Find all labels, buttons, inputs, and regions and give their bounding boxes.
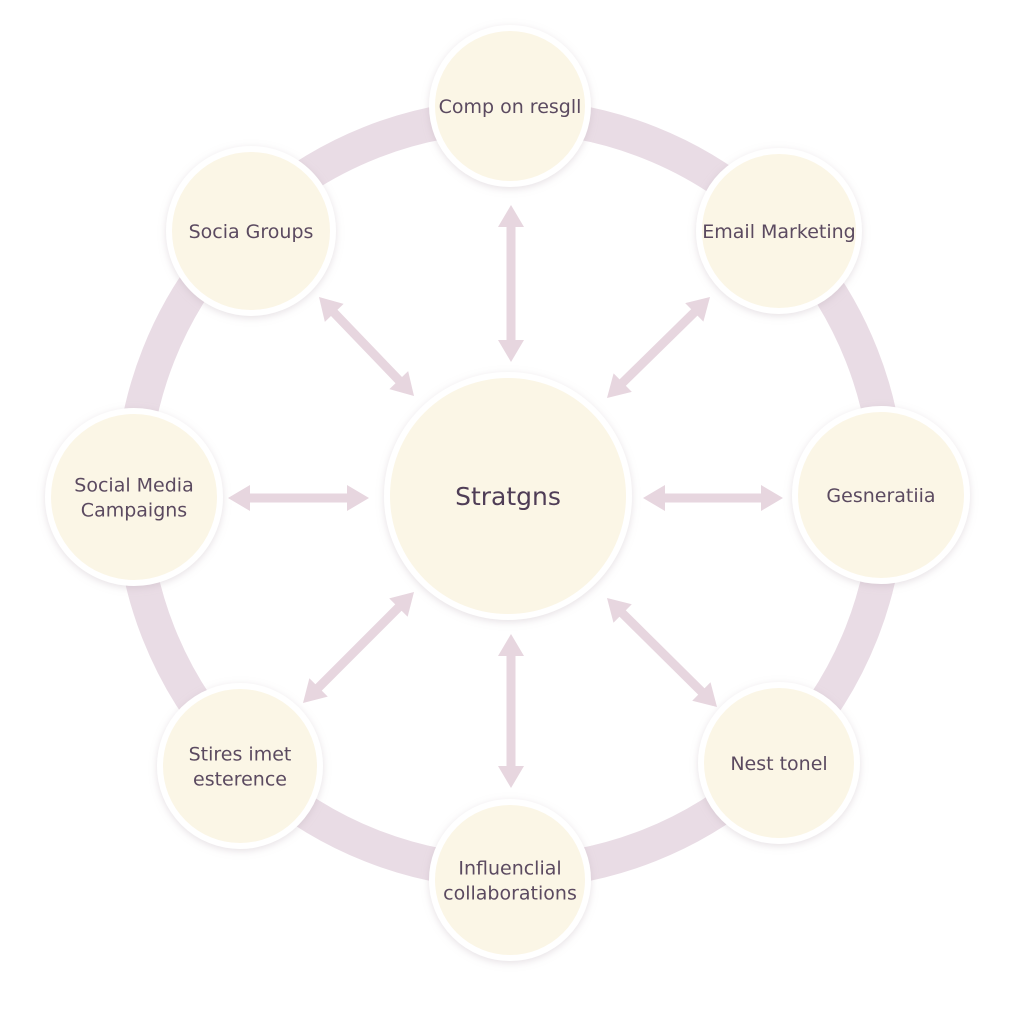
node-top-right: Email Marketing — [696, 148, 862, 314]
node-circle — [429, 799, 591, 961]
arrowhead — [643, 485, 665, 511]
arrowhead — [303, 678, 328, 703]
node-label: Gesneratiia — [826, 485, 935, 507]
node-label: Social Media — [74, 475, 193, 497]
arrowhead — [228, 485, 250, 511]
node-circle — [166, 146, 336, 316]
arrow-shaft — [616, 607, 708, 698]
node-label: esterence — [193, 769, 287, 791]
node-label: Nest tonel — [730, 753, 827, 775]
arrowhead — [685, 297, 710, 322]
arrow-shaft — [312, 601, 405, 694]
node-circle — [792, 406, 970, 584]
arrow-shaft — [616, 306, 701, 389]
node-circle — [157, 683, 323, 849]
arrowhead — [498, 766, 524, 788]
node-circle — [698, 682, 860, 844]
node-top: Comp on resgll — [429, 25, 591, 187]
arrow-bottom — [498, 634, 524, 788]
center-hub: Stratgns — [384, 372, 632, 620]
arrow-right — [643, 485, 783, 511]
arrowhead — [761, 485, 783, 511]
center-label: Stratgns — [455, 482, 561, 511]
arrowhead — [389, 371, 414, 396]
arrowhead — [607, 598, 632, 623]
node-label: Email Marketing — [702, 221, 855, 243]
node-label: Socia Groups — [189, 221, 314, 243]
node-bottom-right: Nest tonel — [698, 682, 860, 844]
arrow-bottom-left — [303, 592, 414, 703]
center-circle — [384, 372, 632, 620]
node-label: Comp on resgll — [439, 96, 582, 118]
node-label: Campaigns — [81, 500, 187, 522]
arrowhead — [389, 592, 414, 617]
arrowhead — [607, 373, 632, 398]
node-right: Gesneratiia — [792, 406, 970, 584]
node-label: collaborations — [443, 883, 577, 905]
arrowhead — [692, 682, 717, 707]
arrow-top — [498, 205, 524, 362]
arrowhead — [498, 340, 524, 362]
node-circle — [45, 408, 223, 586]
arrow-bottom-right — [607, 598, 717, 707]
arrowhead — [498, 634, 524, 656]
arrowhead — [319, 297, 344, 322]
node-top-left: Socia Groups — [166, 146, 336, 316]
arrow-shaft — [328, 306, 405, 387]
node-label: Stires imet — [189, 744, 292, 766]
node-label: Influenclial — [458, 858, 561, 880]
arrow-top-left — [319, 297, 414, 396]
node-bottom: Influenclial collaborations — [429, 799, 591, 961]
arrowhead — [498, 205, 524, 227]
node-circle — [696, 148, 862, 314]
arrowhead — [347, 485, 369, 511]
arrow-left — [228, 485, 369, 511]
arrow-top-right — [607, 297, 710, 398]
node-circle — [429, 25, 591, 187]
connector-arrows — [228, 205, 783, 788]
node-bottom-left: Stires imet esterence — [157, 683, 323, 849]
